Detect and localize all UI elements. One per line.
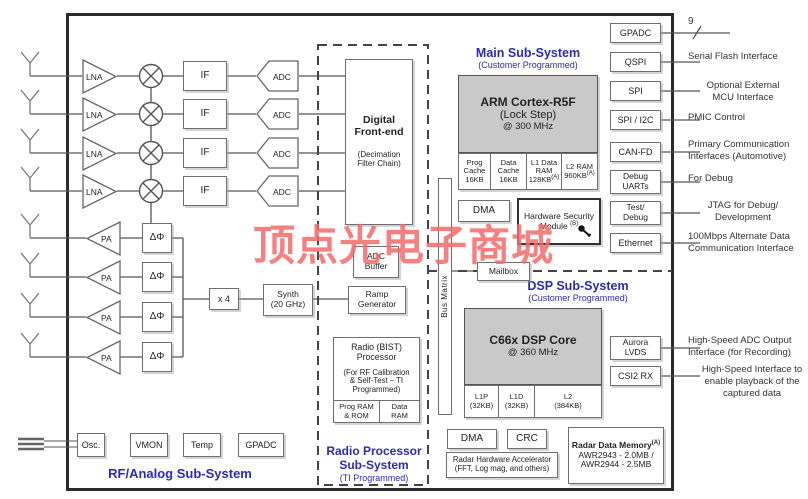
c66x-dsp-core-block: C66x DSP Core @ 360 MHz [464,308,602,385]
mixer-icon [138,63,164,204]
svg-text:ADC: ADC [273,149,291,159]
digital-front-end-block: Digital Front-end (Decimation Filter Cha… [345,59,413,225]
main-dma-block: DMA [458,200,510,222]
lna-amplifier: LNA [82,97,118,132]
crc-block: CRC [507,429,547,449]
antenna-icon [20,51,40,357]
phase-shifter-block: ΔΦ [142,223,172,253]
prog-ram-rom-cell: Prog RAM& ROM [339,401,374,420]
svg-text:PA: PA [101,313,112,323]
bus-matrix-block: Bus Matrix [438,178,452,415]
svg-text:PA: PA [101,234,112,244]
test-debug-block: Test/Debug [610,201,661,225]
qspi-desc: Serial Flash Interface [688,51,778,62]
svg-text:LNA: LNA [86,110,103,120]
x4-multiplier-block: x 4 [209,288,239,310]
hardware-security-module-block: Hardware Security Module (B) [517,198,601,245]
phase-shifter-block: ΔΦ [142,342,172,372]
lna-amplifier: LNA [82,59,118,94]
svg-text:LNA: LNA [86,72,103,82]
radio-processor-boundary [317,44,429,486]
rf-subsystem-title: RF/Analog Sub-System [108,466,252,481]
adc-block: ADC [256,60,299,92]
radio-processor-title: Radio Processor Sub-System (TI Programme… [326,444,422,483]
can-fd-block: CAN-FD [610,142,661,162]
l2-cell: L2(384KB) [534,386,601,417]
radio-bist-processor-block: Radio (BIST) Processor (For RF Calibrati… [333,337,420,423]
temp-block: Temp [183,433,221,457]
gpadc-interface-block: GPADC [610,23,661,43]
osc-block: Osc. [77,433,105,457]
svg-text:ADC: ADC [273,110,291,120]
radar-data-memory-block: Radar Data Memory(A) AWR2943 - 2.0MB / A… [568,427,664,484]
csi2-rx-block: CSI2 RX [610,366,661,386]
ethernet-block: Ethernet [610,233,661,253]
radar-hw-accelerator-block: Radar Hardware Accelerator(FFT, Log mag,… [446,452,558,478]
svg-text:LNA: LNA [86,149,103,159]
if-block: IF [183,138,227,168]
crystal-icon [18,437,44,451]
phase-shifter-block: ΔΦ [142,262,172,292]
pa-amplifier: PA [85,221,121,256]
dsp-dma-block: DMA [447,429,497,449]
main-subsystem-title: Main Sub-System (Customer Programmed) [475,46,581,70]
key-icon [578,225,592,238]
qspi-block: QSPI [610,52,661,72]
l1d-cell: L1D(32KB) [498,386,534,417]
lna-amplifier: LNA [82,174,118,209]
spi-i2c-block: SPI / I2C [610,110,661,130]
svg-text:PA: PA [101,273,112,283]
chip-outline [66,13,674,491]
if-block: IF [183,61,227,91]
pa-amplifier: PA [85,340,121,375]
spi-block: SPI [610,81,661,101]
if-block: IF [183,176,227,206]
gpadc-analog-block: GPADC [238,433,284,457]
debug-uarts-desc: For Debug [688,173,733,184]
adc-block: ADC [256,137,299,169]
l1p-cell: L1P(32KB) [469,391,494,410]
synth-block: Synth(20 GHz) [263,284,313,316]
pa-amplifier: PA [85,260,121,295]
dsp-subsystem-title: DSP Sub-System (Customer Programmed) [527,279,629,303]
svg-text:LNA: LNA [86,187,103,197]
phase-shifter-block: ΔΦ [142,302,172,332]
vmon-block: VMON [130,433,168,457]
svg-text:PA: PA [101,353,112,363]
arm-cortex-r5f-block: ARM Cortex-R5F (Lock Step) @ 300 MHz [458,75,598,153]
if-block: IF [183,99,227,129]
dsp-memory-strip: L1P(32KB) L1D(32KB) L2(384KB) [464,385,602,418]
svg-text:ADC: ADC [273,187,291,197]
adc-block: ADC [256,98,299,130]
mailbox-block: Mailbox [477,262,530,281]
lna-amplifier: LNA [82,136,118,171]
svg-text:ADC: ADC [273,72,291,82]
bus-width-label: 9 [688,16,694,27]
spi-i2c-desc: PMIC Control [688,112,746,123]
pa-amplifier: PA [85,300,121,335]
watermark-text: 顶点光电子商城 [253,222,555,269]
adc-block: ADC [256,175,299,207]
test-debug-desc: JTAG for Debug/Development [707,200,779,223]
